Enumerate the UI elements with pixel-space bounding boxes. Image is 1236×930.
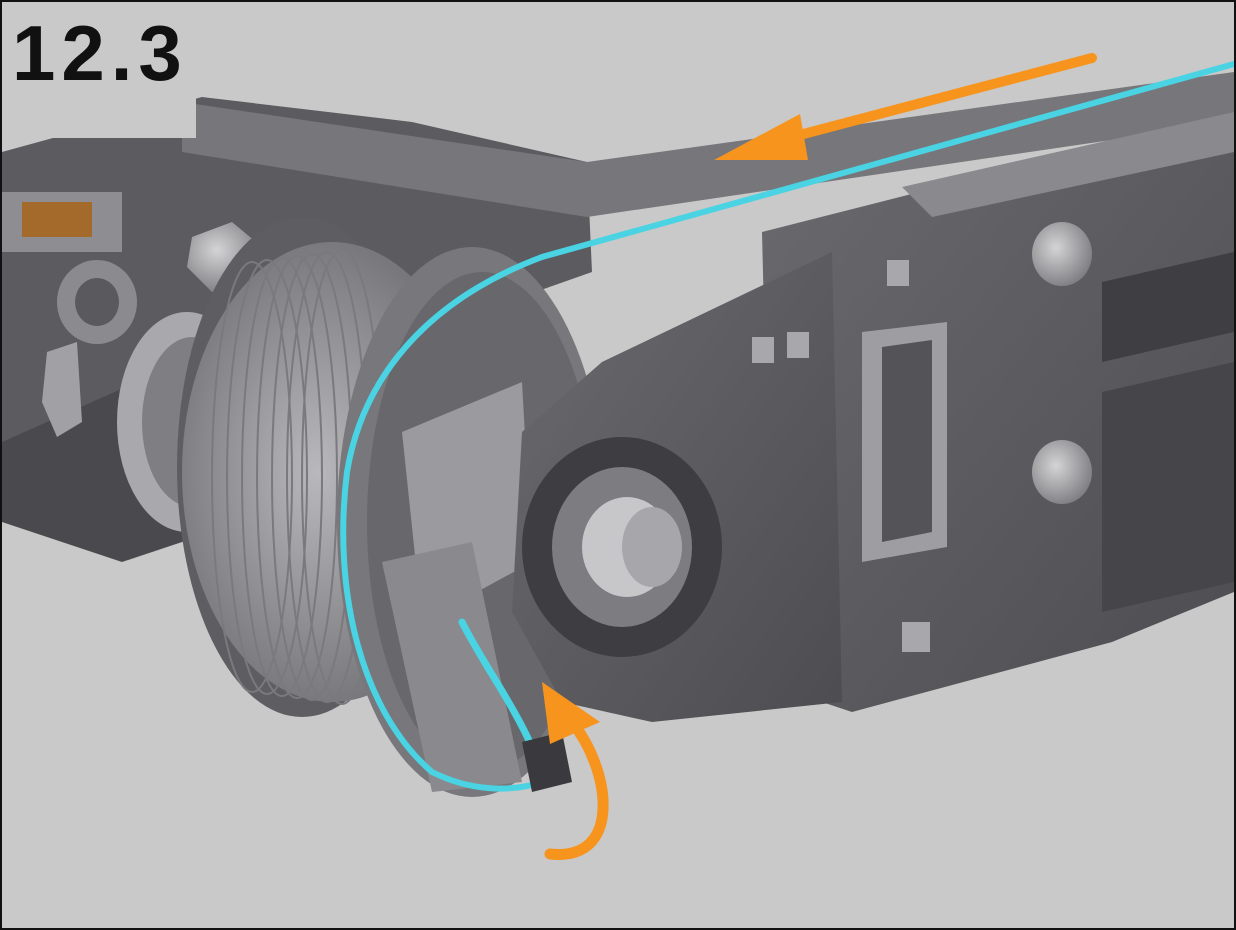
cable-anchor <box>522 732 572 792</box>
cable-end <box>458 618 536 751</box>
slot <box>887 260 909 286</box>
step-number: 12.3 <box>12 9 188 97</box>
slot <box>787 332 809 358</box>
hook-arrow-icon <box>542 682 609 860</box>
right-frame-rail-2 <box>1102 362 1234 612</box>
step-label-box: 12.3 <box>2 2 196 138</box>
right-frame-rail-1 <box>1102 252 1234 362</box>
right-frame-flange <box>902 112 1234 217</box>
direction-arrow-icon <box>714 53 1097 160</box>
slot <box>902 622 930 652</box>
top-rail <box>182 72 1234 217</box>
spring <box>22 202 92 237</box>
slot <box>752 337 774 363</box>
bracket-tab <box>42 342 82 437</box>
drum-spoke-lower <box>382 542 522 792</box>
lift-cable <box>340 61 1234 792</box>
right-nut-upper <box>1032 222 1092 286</box>
right-nut-lower <box>1032 440 1092 504</box>
